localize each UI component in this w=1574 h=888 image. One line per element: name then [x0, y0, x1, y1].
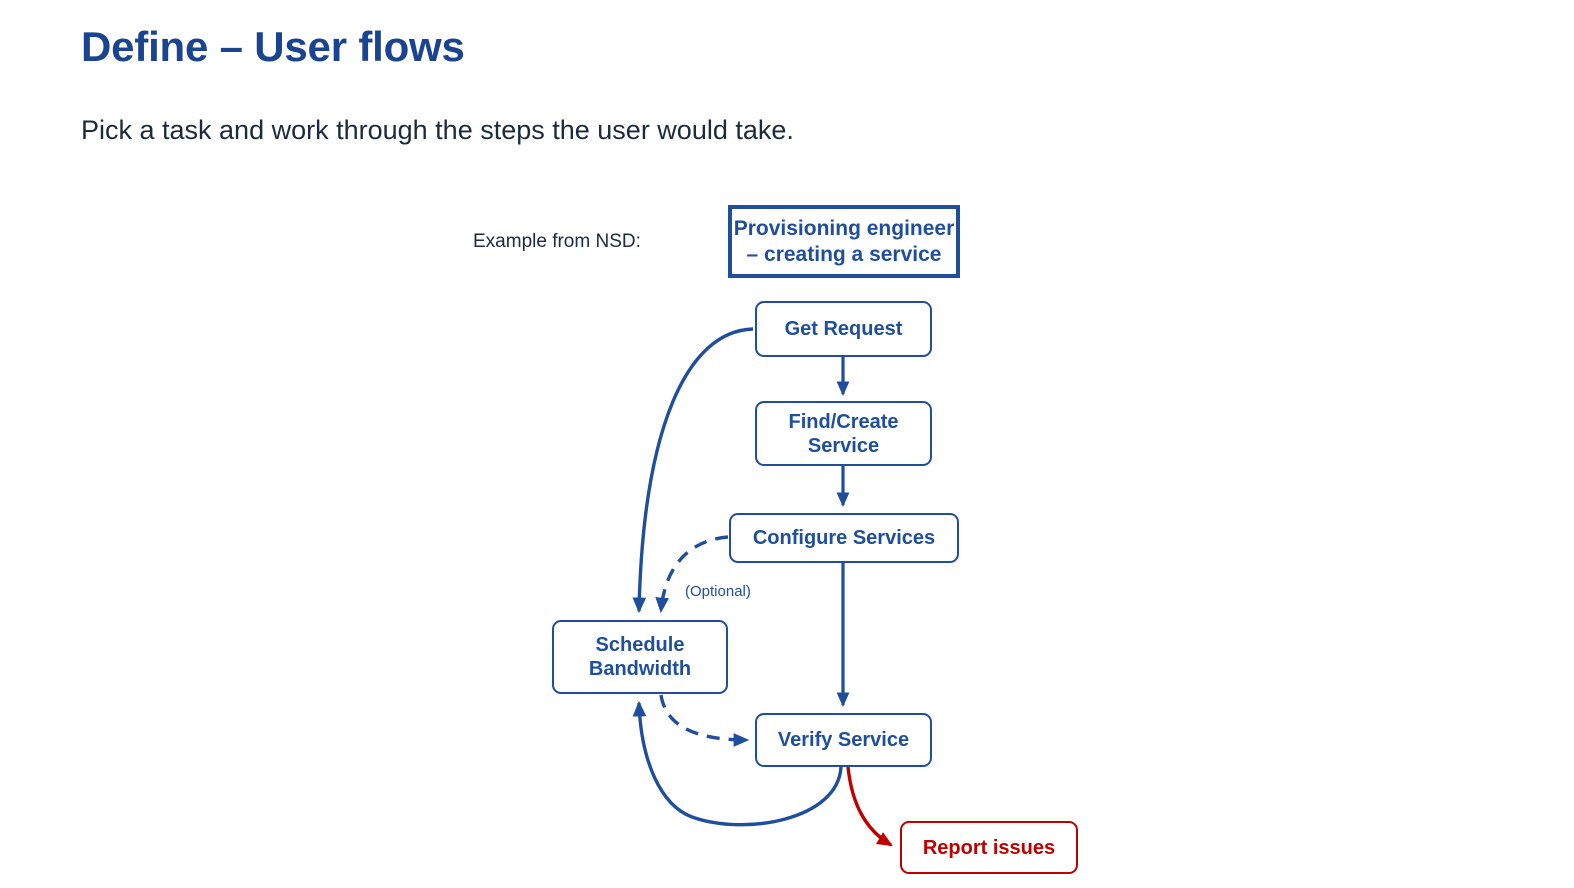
- page-title: Define – User flows: [81, 23, 465, 70]
- edge-verify-to-report-issues: [846, 766, 893, 847]
- flow-node-find-create-service[interactable]: Find/Create Service: [755, 401, 932, 466]
- flow-node-label: Verify Service: [777, 729, 910, 751]
- page-subtitle: Pick a task and work through the steps t…: [81, 115, 794, 145]
- edge-get-request-to-schedule-bandwidth: [632, 327, 754, 614]
- flow-node-report-issues[interactable]: Report issues: [900, 821, 1078, 874]
- flow-node-label: Configure Services: [752, 527, 936, 549]
- header-line-2: – creating a service: [746, 242, 942, 266]
- flow-node-label: Report issues: [922, 836, 1056, 859]
- flow-node-provisioning-engineer-header[interactable]: Provisioning engineer – creating a servi…: [728, 205, 960, 278]
- header-line-1: Provisioning engineer: [733, 217, 955, 241]
- flow-node-label-line-1: Find/Create: [788, 410, 899, 433]
- flow-node-label-line-1: Schedule: [595, 634, 685, 656]
- flow-node-label-line-2: Bandwidth: [588, 658, 692, 680]
- example-source-label: Example from NSD:: [473, 231, 641, 252]
- flow-node-label: Get Request: [784, 318, 903, 340]
- edge-schedule-bandwidth-to-verify-dashed: [659, 694, 750, 747]
- flow-node-verify-service[interactable]: Verify Service: [755, 713, 932, 767]
- edge-label-optional: (Optional): [685, 583, 751, 600]
- flow-node-label-line-2: Service: [807, 434, 880, 457]
- flow-node-get-request[interactable]: Get Request: [755, 301, 932, 357]
- flow-node-schedule-bandwidth[interactable]: Schedule Bandwidth: [552, 620, 728, 694]
- flow-node-configure-services[interactable]: Configure Services: [729, 513, 959, 563]
